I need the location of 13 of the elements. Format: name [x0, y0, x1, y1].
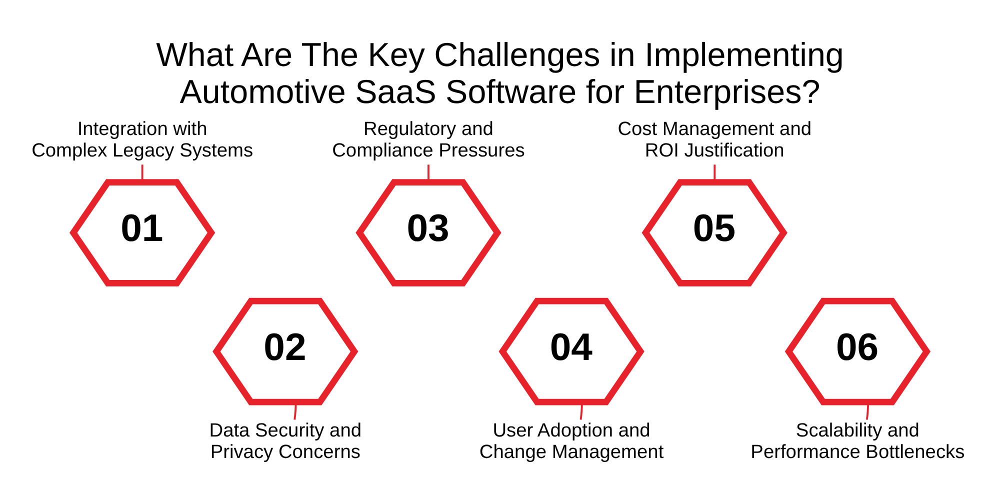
node-text: Scalability and Performance Bottlenecks	[750, 420, 965, 464]
connector	[294, 402, 297, 420]
node-text: Data Security and Privacy Concerns	[209, 420, 362, 464]
connector	[580, 402, 583, 420]
node-text: User Adoption and Change Management	[479, 420, 664, 464]
connector	[714, 164, 716, 182]
connector	[428, 164, 430, 182]
diagram-title: What Are The Key Challenges in Implementing Automotive SaaS Software for Enterprises?	[156, 36, 844, 111]
connector	[141, 164, 144, 182]
node-text: Cost Management and ROI Justification	[618, 119, 812, 162]
node-text: Regulatory and Compliance Pressures	[332, 119, 525, 162]
node-text: Integration with Complex Legacy Systems	[32, 119, 254, 162]
connector	[866, 402, 870, 420]
